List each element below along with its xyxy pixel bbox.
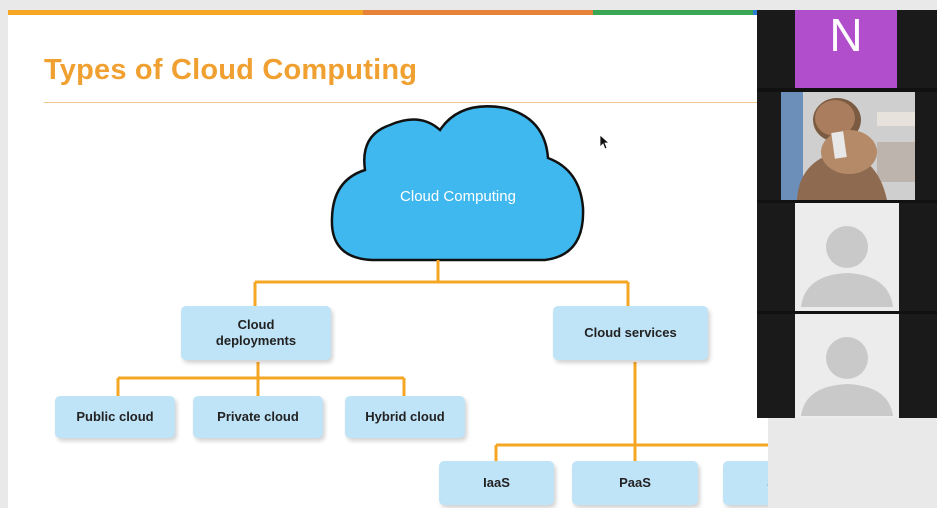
participant-video-panel: N [757, 10, 937, 418]
top-bar-segment [593, 10, 753, 15]
public-cloud-box: Public cloud [55, 396, 175, 438]
hybrid-cloud-box: Hybrid cloud [345, 396, 465, 438]
iaas-box: IaaS [439, 461, 554, 505]
paas-box: PaaS [572, 461, 698, 505]
diagram-connectors [116, 105, 768, 462]
participant-tile[interactable] [757, 314, 937, 418]
cloud-deployments-box: Cloud deployments [181, 306, 331, 360]
title-underline [44, 102, 768, 103]
avatar-placeholder-icon [795, 314, 899, 418]
participant-video-feed [781, 92, 915, 200]
mouse-cursor-icon [599, 134, 609, 150]
connector-lines [116, 260, 768, 462]
cloud-icon [330, 105, 585, 262]
saas-box: SaaS [723, 461, 768, 505]
slide-title: Types of Cloud Computing [44, 54, 418, 86]
avatar-placeholder-icon [795, 203, 899, 311]
top-bar-segment [8, 10, 363, 15]
cloud-computing-label: Cloud Computing [400, 188, 516, 205]
participant-tile[interactable]: N [757, 10, 937, 88]
participant-tile[interactable] [757, 92, 937, 200]
private-cloud-box: Private cloud [193, 396, 323, 438]
top-bar-segment [363, 10, 593, 15]
participant-initial: N [829, 10, 863, 61]
cloud-services-box: Cloud services [553, 306, 708, 360]
participant-tile[interactable] [757, 203, 937, 311]
presentation-slide: Types of Cloud Computing Cloud Computing… [8, 10, 768, 508]
